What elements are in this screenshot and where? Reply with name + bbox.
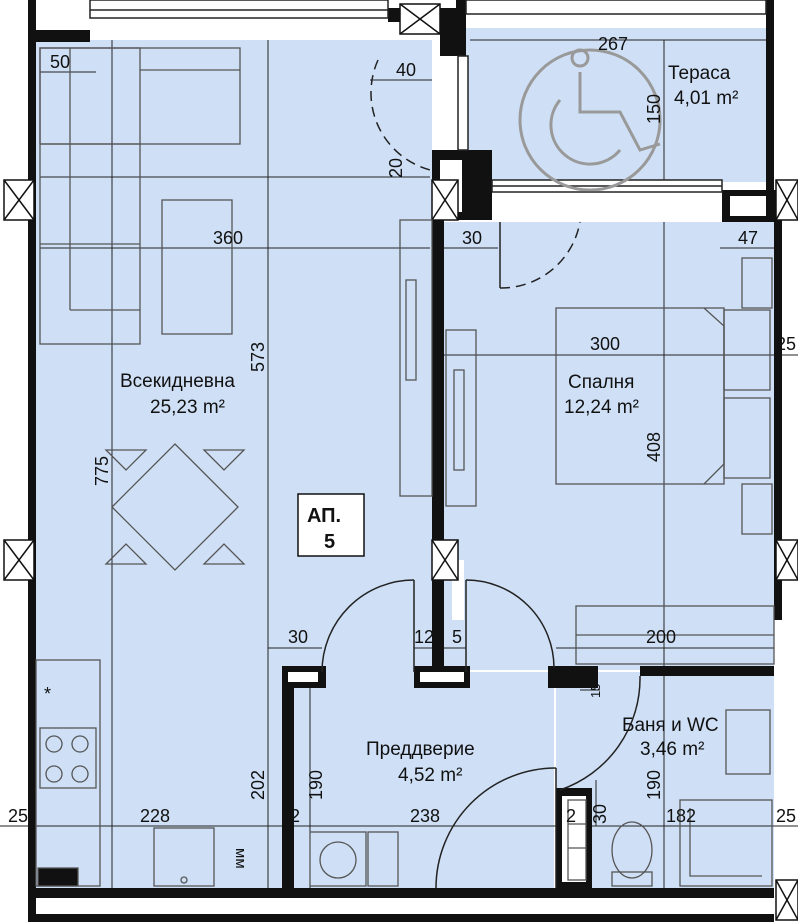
living-room-name: Всекидневна — [120, 371, 235, 392]
wall-bath-top-left — [548, 666, 598, 688]
wall-bottom-outer — [28, 914, 774, 922]
floor-areas — [36, 28, 774, 888]
dim-40: 40 — [396, 60, 416, 80]
wall-hall-left — [282, 666, 294, 888]
dim-25a: 25 — [776, 334, 796, 354]
dim-267: 267 — [598, 34, 628, 54]
dim-238: 238 — [410, 806, 440, 826]
dim-573: 573 — [248, 342, 268, 372]
terrace-floor — [464, 28, 770, 182]
wall-terrace-left — [456, 0, 466, 56]
dim-150: 150 — [644, 94, 664, 124]
dim-15: 15 — [588, 684, 603, 698]
hall-floor — [292, 672, 554, 888]
terrace-area: 4,01 m² — [674, 88, 738, 109]
mm-label: мм — [232, 848, 249, 869]
dim-47: 47 — [738, 228, 758, 248]
dim-360: 360 — [213, 228, 243, 248]
dim-30c: 30 — [590, 804, 610, 824]
apartment-label-box — [297, 493, 365, 557]
bedroom-floor — [444, 222, 774, 670]
bath-floor — [556, 672, 774, 888]
wheelchair-icon — [518, 48, 662, 192]
dim-202: 202 — [248, 770, 268, 800]
furniture — [35, 47, 775, 887]
living-room-area: 25,23 m² — [150, 397, 225, 418]
dim-2a: 2 — [290, 806, 300, 826]
doors — [321, 59, 641, 889]
bedroom-area: 12,24 m² — [564, 397, 639, 418]
dim-25b: 25 — [8, 806, 28, 826]
hall-area: 4,52 m² — [398, 765, 462, 786]
dim-190a: 190 — [306, 770, 326, 800]
bedroom-name: Спалня — [568, 372, 634, 393]
dimension-lines — [0, 39, 798, 888]
apartment-label-line1: АП. — [307, 505, 341, 527]
columns — [3, 3, 798, 921]
windows — [89, 0, 767, 193]
dim-5: 5 — [452, 627, 462, 647]
wall-bottom — [28, 888, 774, 898]
dim-30a: 30 — [462, 228, 482, 248]
star-mark: * — [44, 684, 51, 704]
dim-190b: 190 — [644, 770, 664, 800]
dim-25c: 25 — [776, 806, 796, 826]
dim-200: 200 — [646, 627, 676, 647]
dim-2b: 2 — [566, 806, 576, 826]
wall-right-top — [766, 0, 774, 190]
dim-20: 20 — [386, 158, 406, 178]
dim-300: 300 — [590, 334, 620, 354]
bath-name: Баня и WC — [622, 715, 719, 736]
bath-area: 3,46 m² — [640, 739, 704, 760]
dim-30b: 30 — [288, 627, 308, 647]
dim-182: 182 — [666, 806, 696, 826]
terrace-name: Тераса — [668, 63, 731, 84]
hall-name: Преддверие — [366, 739, 475, 760]
dim-228: 228 — [140, 806, 170, 826]
apartment-label-line2: 5 — [324, 531, 335, 553]
wall-top-living — [28, 30, 90, 42]
dim-775: 775 — [92, 456, 112, 486]
dimension-labels: 50 40 360 267 30 47 300 25 30 12 5 200 2… — [8, 34, 796, 826]
wall-right-bedroom — [774, 190, 782, 620]
dim-50: 50 — [50, 52, 70, 72]
dim-408: 408 — [644, 432, 664, 462]
dim-12: 12 — [414, 627, 434, 647]
wall-living-bedroom — [432, 150, 444, 670]
wall-left — [28, 0, 36, 922]
wall-bath-top-right — [640, 666, 774, 676]
